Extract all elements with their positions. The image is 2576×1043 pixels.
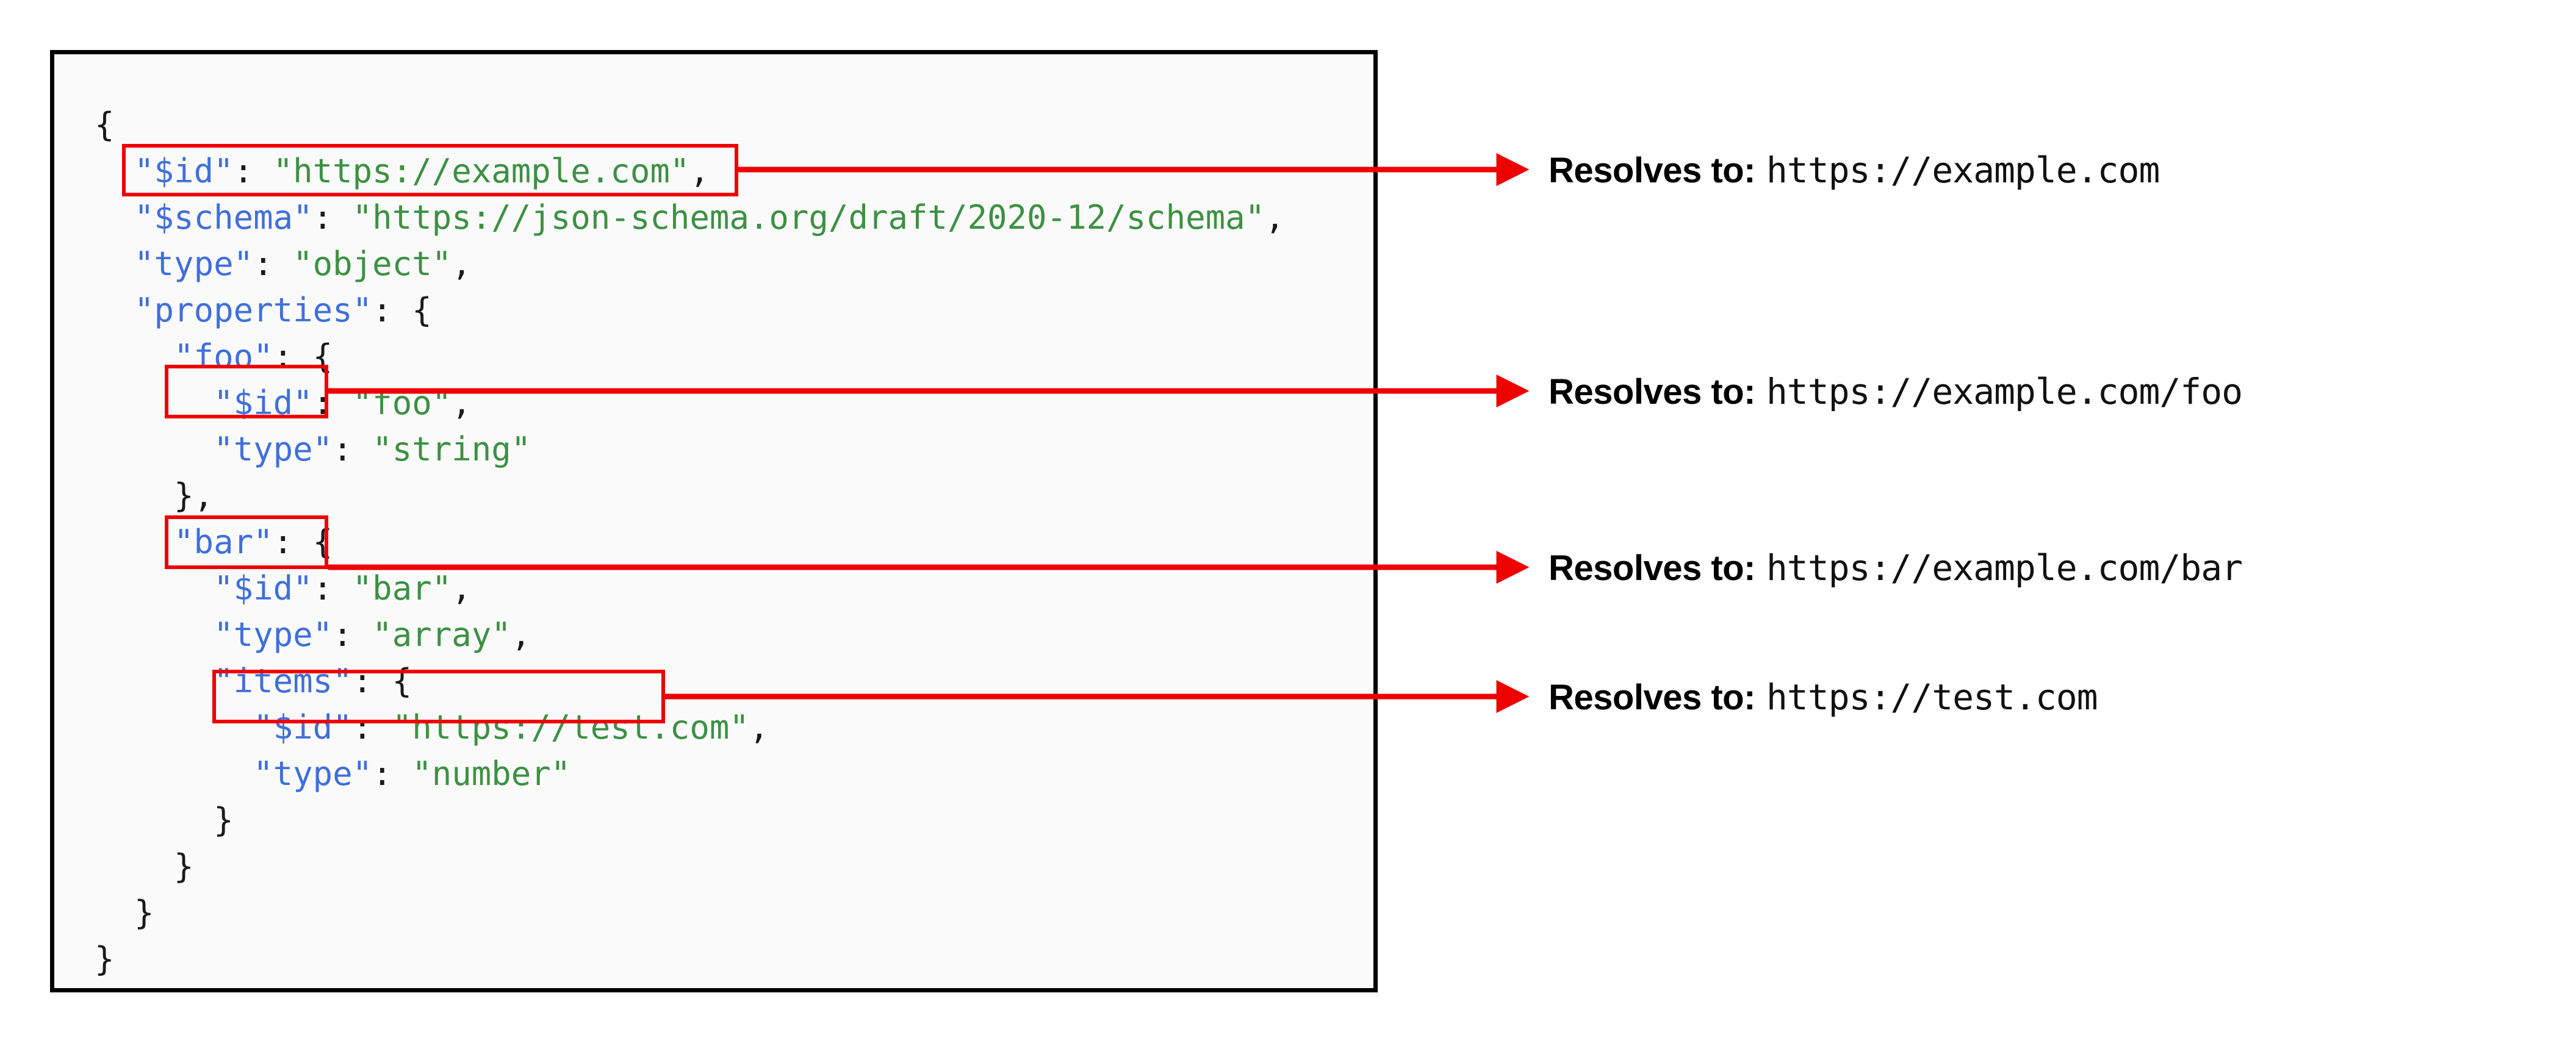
code-token-str: "bar" [352,569,452,608]
code-indent [95,662,214,700]
code-line: "type": "string" [95,426,1285,473]
code-line: "$id": "foo", [95,380,1285,426]
code-indent [95,245,134,283]
code-token-key: "type" [134,245,254,283]
code-token-str: "https://example.com" [273,152,690,190]
code-line: "foo": { [95,334,1285,380]
code-token-punct: : [312,569,353,608]
code-token-key: "$id" [214,384,313,422]
resolve-foo: Resolves to: https://example.com/foo [1549,371,2243,412]
code-indent [95,894,134,932]
code-token-punct: , [452,569,472,608]
code-indent [95,430,214,468]
code-token-punct: } [174,847,194,886]
resolved-uri: https://example.com/bar [1766,547,2243,589]
code-line: "$id": "https://test.com", [95,704,1285,751]
code-token-str: "foo" [352,384,452,422]
code-token-punct: : [372,754,412,793]
code-token-key: "$schema" [134,198,313,237]
resolved-uri: https://example.com/foo [1766,371,2243,412]
code-token-key: "bar" [174,523,273,561]
resolved-uri: https://test.com [1766,676,2098,718]
code-token-punct: } [134,894,154,932]
code-token-punct: : { [352,662,412,700]
code-token-punct: : [253,245,293,283]
code-indent [95,847,174,886]
code-token-key: "type" [253,754,373,793]
code-line: }, [95,473,1285,519]
code-token-key: "type" [214,615,333,654]
code-token-str: "https://json-schema.org/draft/2020-12/s… [352,198,1265,237]
code-token-key: "properties" [134,291,373,329]
code-line: "type": "object", [95,241,1285,287]
code-line: } [95,797,1285,844]
code-indent [95,615,214,654]
code-indent [95,384,214,422]
resolve-items: Resolves to: https://test.com [1549,676,2098,718]
resolves-to-label: Resolves to: [1549,372,1755,412]
code-indent [95,754,253,793]
code-token-str: "object" [293,245,452,283]
code-line: "type": "array", [95,612,1285,658]
code-indent [95,198,134,237]
code-token-str: "string" [372,430,531,468]
code-token-key: "type" [214,430,333,468]
code-line: "$schema": "https://json-schema.org/draf… [95,195,1285,241]
json-schema-code-panel: { "$id": "https://example.com", "$schema… [50,50,1378,992]
code-token-punct: : { [273,337,333,376]
code-indent [95,569,214,608]
code-line: { [95,102,1285,148]
code-token-punct: , [749,708,769,747]
code-token-punct: : [333,615,373,654]
code-line: } [95,844,1285,890]
resolves-to-label: Resolves to: [1549,151,1755,190]
code-line: "bar": { [95,519,1285,565]
code-indent [95,801,214,839]
code-token-key: "$id" [253,708,353,747]
code-indent [95,476,174,515]
code-line: } [95,936,1285,983]
code-line: "properties": { [95,287,1285,334]
code-token-key: "$id" [214,569,313,608]
code-token-punct: : [233,152,273,190]
code-token-punct: : [312,384,353,422]
code-indent [95,523,174,561]
code-indent [95,708,253,747]
code-indent [95,152,134,190]
code-line: } [95,890,1285,936]
code-indent [95,291,134,329]
resolve-root: Resolves to: https://example.com [1549,149,2160,191]
code-token-punct: } [214,801,234,839]
resolves-to-label: Resolves to: [1549,548,1755,588]
json-schema-code: { "$id": "https://example.com", "$schema… [95,102,1285,983]
code-token-key: "$id" [134,152,234,190]
code-token-punct: , [689,152,710,190]
code-line: "items": { [95,658,1285,704]
code-token-punct: , [511,615,531,654]
code-line: "type": "number" [95,751,1285,797]
code-token-punct: : { [372,291,432,329]
code-token-str: "number" [412,754,571,793]
code-token-punct: }, [174,476,214,515]
code-token-punct: : { [273,523,333,561]
code-token-punct: , [1265,198,1285,237]
resolved-uri: https://example.com [1766,149,2160,191]
code-line: "$id": "https://example.com", [95,148,1285,195]
code-token-str: "array" [372,615,511,654]
resolves-to-label: Resolves to: [1549,678,1755,717]
resolve-bar: Resolves to: https://example.com/bar [1549,547,2243,589]
code-token-punct: : [312,198,353,237]
code-indent [95,337,174,376]
code-token-punct: } [95,940,115,978]
code-token-punct: : [352,708,392,747]
code-line: "$id": "bar", [95,565,1285,612]
code-token-punct: { [95,106,115,144]
code-token-punct: , [452,384,472,422]
code-token-punct: : [333,430,373,468]
code-token-punct: , [452,245,472,283]
code-token-key: "foo" [174,337,273,376]
code-token-key: "items" [214,662,353,700]
code-token-str: "https://test.com" [392,708,749,747]
